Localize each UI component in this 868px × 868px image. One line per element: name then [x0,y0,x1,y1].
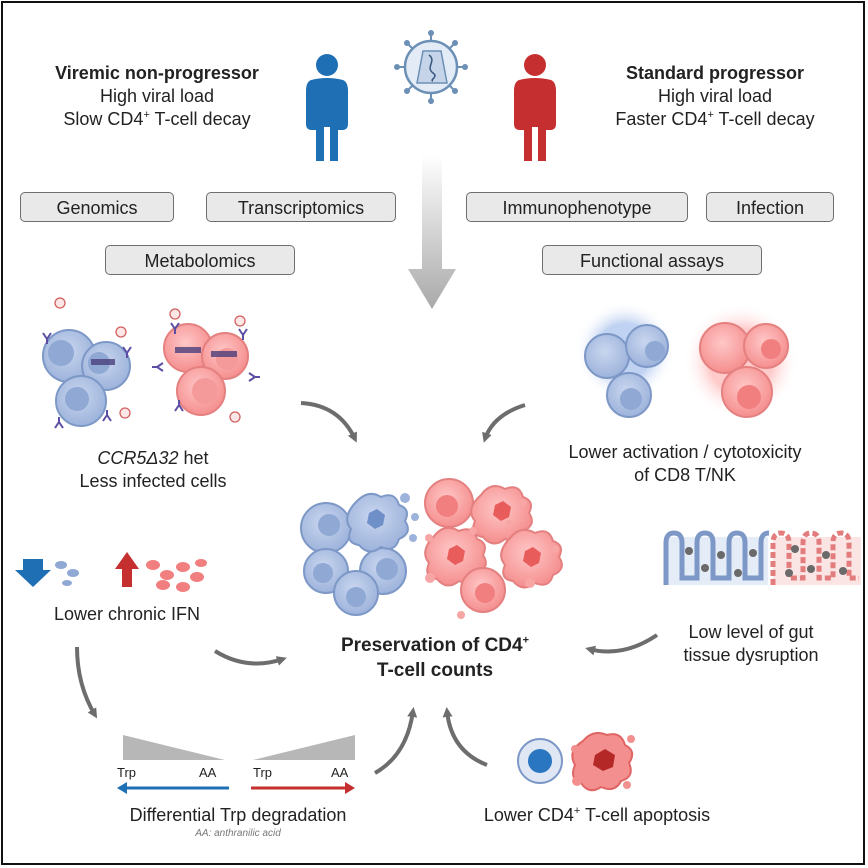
method-immunophenotype: Immunophenotype [466,192,688,222]
ccr5-cells-illustration [42,297,260,429]
cd8-nk-cells-illustration [575,301,799,419]
right-profile-line1: High viral load [657,86,773,106]
connector-arrows [75,401,659,775]
virus-icon [394,30,468,104]
arrow-apoptosis-to-center [442,707,488,767]
apoptosis-finding: Lower CD4+ T-cell apoptosis [483,805,711,825]
trp-degradation-illustration [117,735,355,794]
ccr5-finding: CCR5Δ32 het Less infected cells [33,447,273,493]
center-cd4-cells-illustration [300,478,563,619]
trp-caption: Differential Trp degradation [129,805,347,825]
arrow-ccr5-to-center [300,401,357,443]
viremic-non-progressor-person-icon [306,54,348,161]
ifn-illustration [15,552,207,592]
ccr5-finding-line2: Less infected cells [79,471,227,491]
arrow-gut-to-center [585,633,659,656]
standard-progressor-person-icon [514,54,556,161]
aa-right-label: AA [331,765,349,780]
method-genomics: Genomics [20,192,174,222]
right-profile-line2: Faster CD4+ T-cell decay [615,109,815,129]
ccr5-gene-name: CCR5Δ32 [97,448,179,468]
left-profile-line1: High viral load [99,86,215,106]
ifn-finding: Lower chronic IFN [53,604,201,624]
left-profile-title: Viremic non-progressor [55,63,259,83]
trp-note: AA: anthranilic acid [195,828,281,839]
method-infection: Infection [706,192,834,222]
apoptosis-cells-illustration [517,732,635,792]
left-profile: Viremic non-progressor High viral load S… [27,62,287,131]
gut-finding: Low level of gut tissue dysruption [683,622,819,665]
gut-villi-illustration [663,530,861,585]
arrow-ifn-to-trp [75,646,98,719]
method-functional-assays: Functional assays [542,245,762,275]
trp-right-label: Trp [253,765,273,780]
artwork [15,30,861,794]
center-title: Preservation of CD4+ T-cell counts [340,634,530,681]
arrow-cd8-to-center [482,403,526,443]
aa-left-label: AA [199,765,217,780]
trp-left-label: Trp [117,765,137,780]
arrow-ifn-to-center [213,649,287,666]
cd8-finding: Lower activation / cytotoxicity of CD8 T… [568,442,802,485]
method-transcriptomics: Transcriptomics [206,192,396,222]
arrow-trp-to-center [373,707,418,775]
right-profile: Standard progressor High viral load Fast… [585,62,845,131]
right-profile-title: Standard progressor [625,63,805,83]
method-metabolomics: Metabolomics [105,245,295,275]
left-profile-line2: Slow CD4+ T-cell decay [63,109,251,129]
big-down-arrow [408,155,456,309]
